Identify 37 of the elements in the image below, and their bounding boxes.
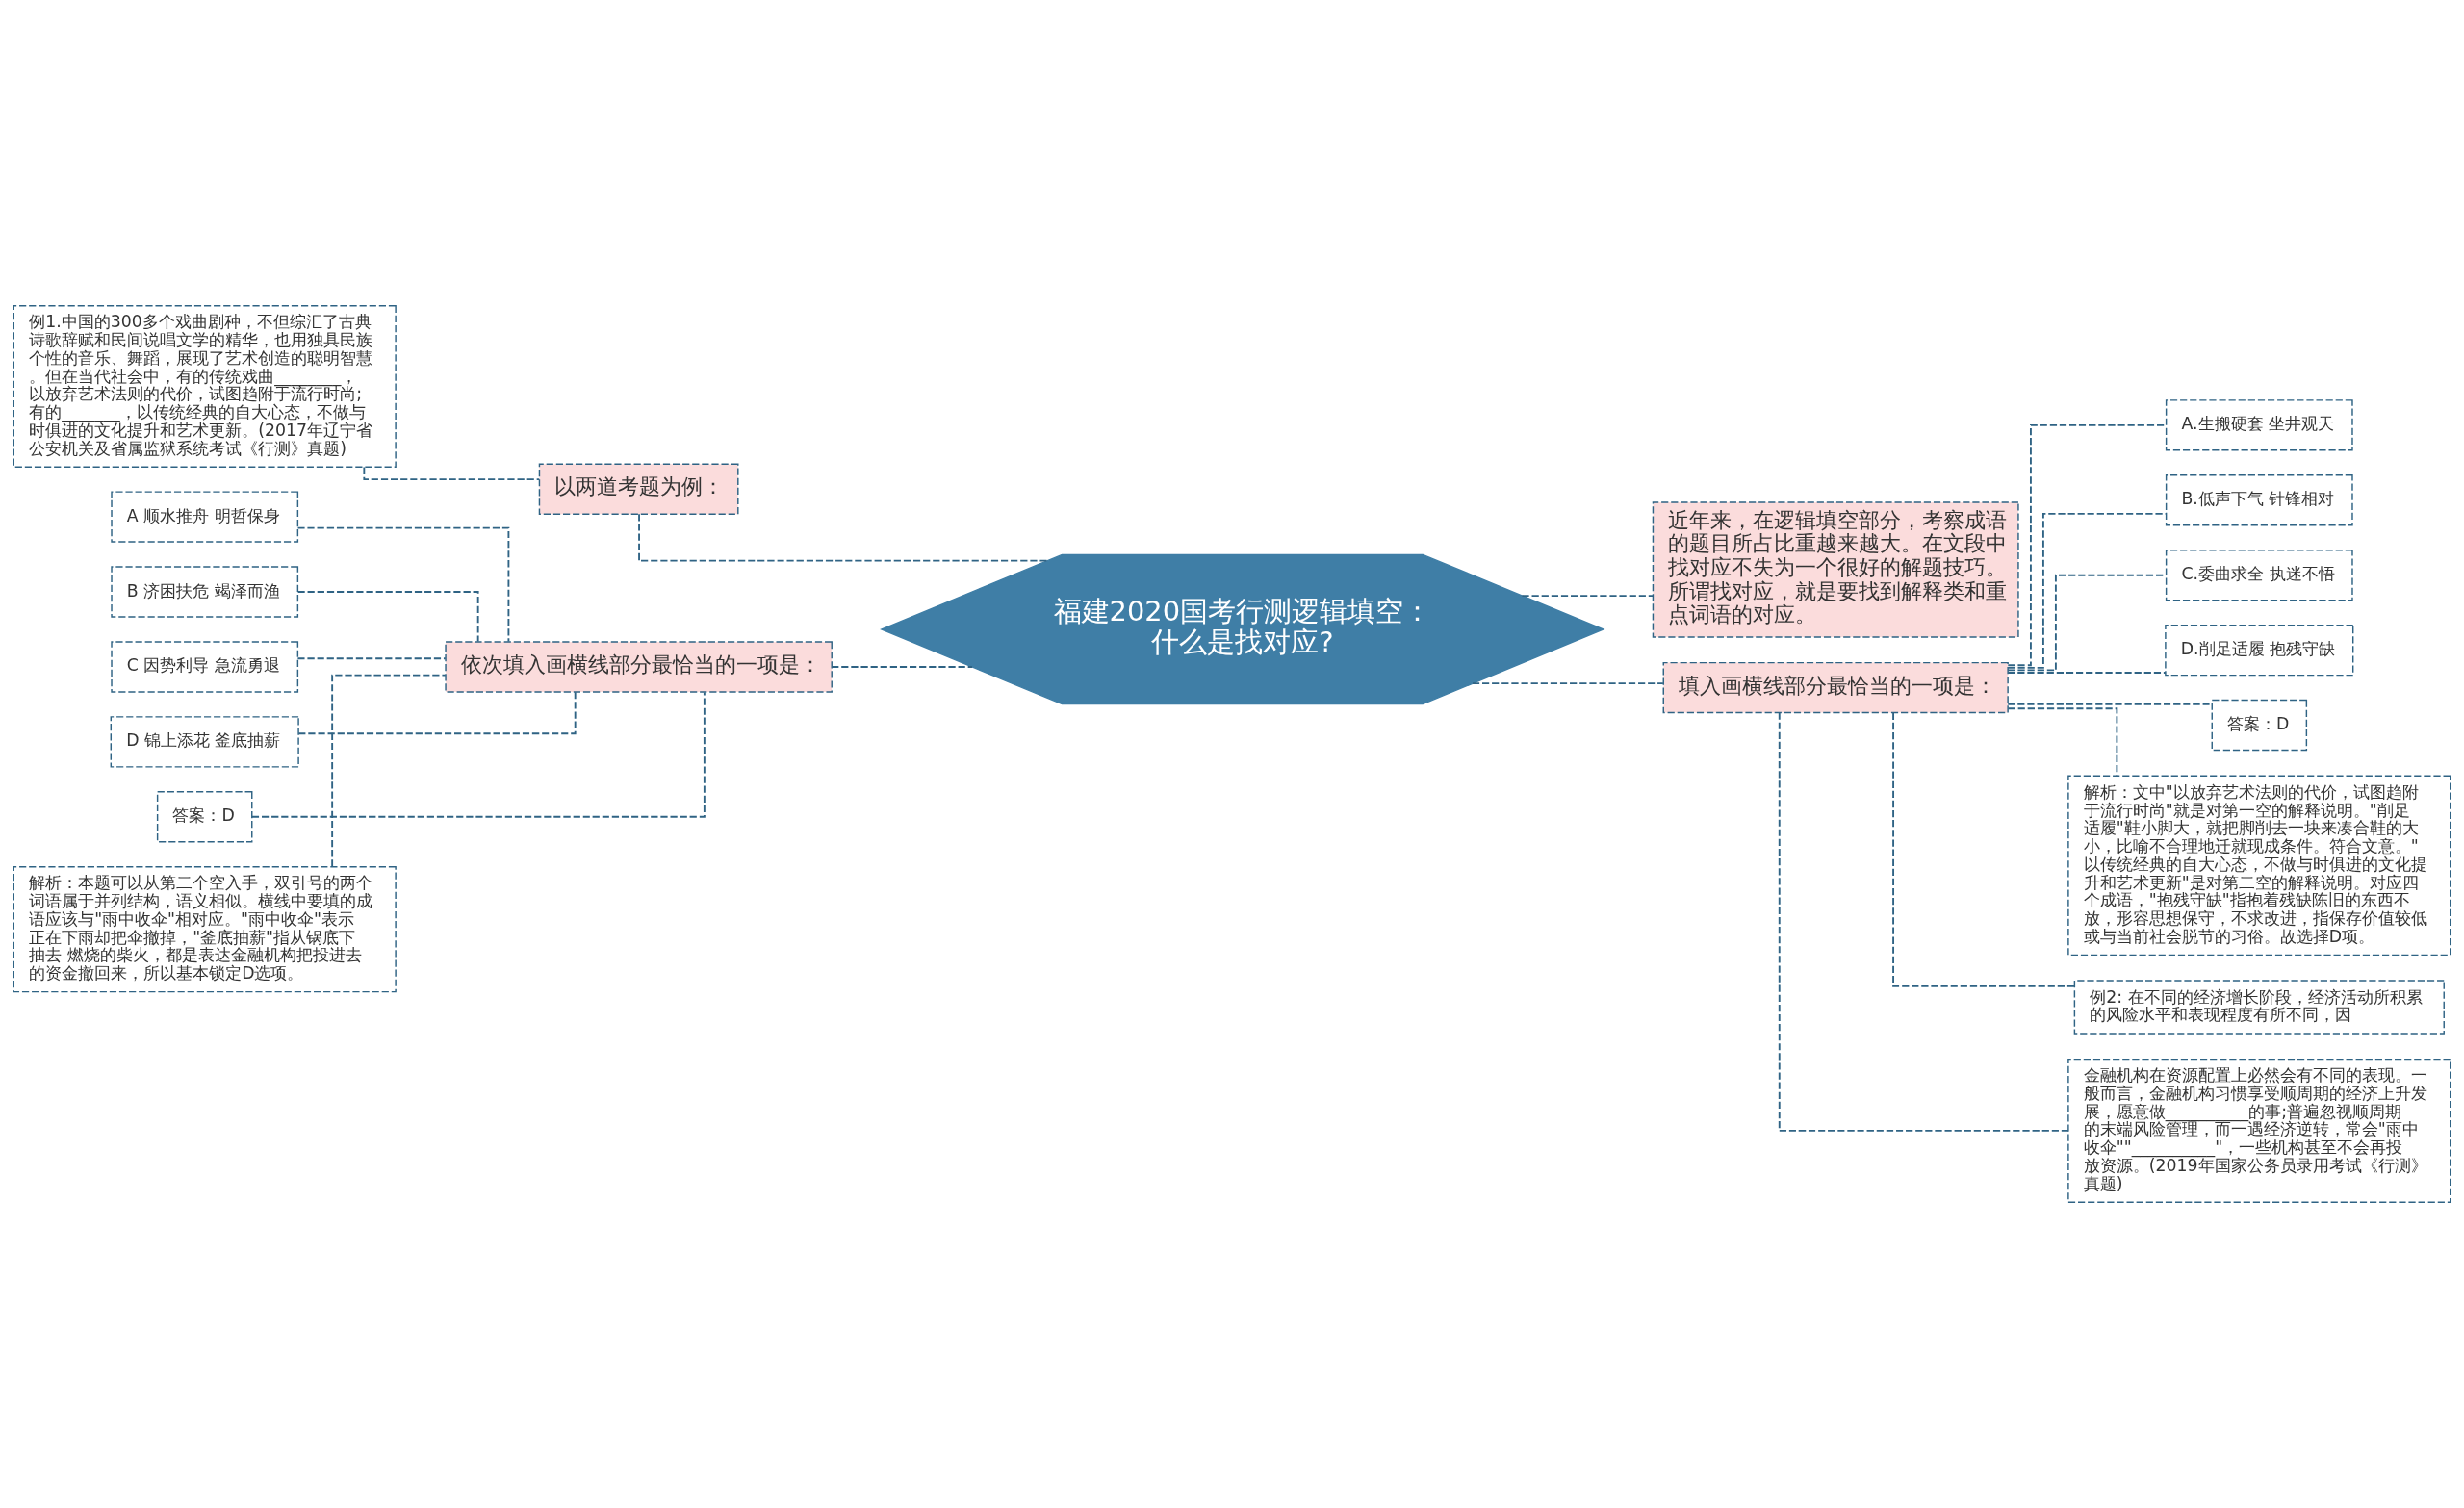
node-box: 近年来，在逻辑填空部分，考察成语的题目所占比重越来越大。在文段中找对应不失为一个很好的解题技巧。所谓找对应，就是要找到解释类和重点词语的对应。 — [1652, 501, 2019, 638]
node-box: A 顺水推舟 明哲保身 — [111, 491, 299, 543]
connector — [1521, 595, 1655, 598]
connector — [2007, 574, 2168, 672]
connector — [297, 691, 577, 735]
connector — [296, 657, 447, 660]
node-box: A.生搬硬套 坐井观天 — [2165, 399, 2353, 451]
node-box: C.委曲求全 执迷不悟 — [2165, 550, 2353, 601]
node-box: B 济困扶危 竭泽而渔 — [111, 566, 299, 618]
connector — [2007, 703, 2213, 705]
connector — [831, 666, 973, 668]
node-box: 例2: 在不同的经济增长阶段，经济活动所积累的风险水平和表现程度有所不同，因 — [2073, 980, 2445, 1035]
node-box: 金融机构在资源配置上必然会有不同的表现。一般而言，金融机构习惯享受顺周期的经济上升发展，愿意做__________的事;普遍忽视顺周期的末端风险管理，而一遇经济逆转，常会"雨中收伞""__________"，一些机构甚至不会再投放资源。(2019年国家公务员录用考试《行测》真题) — [2067, 1058, 2451, 1203]
node-box: 答案：D — [2211, 699, 2308, 752]
connector — [1472, 682, 1664, 685]
connector — [251, 691, 706, 818]
node-box: 答案：D — [156, 791, 253, 843]
connector — [2007, 707, 2118, 777]
node-box: 例1.中国的300多个戏曲剧种，不但综汇了古典诗歌辞赋和民间说唱文学的精华，也用独具民族个性的音乐、舞蹈，展现了艺术创造的聪明智慧。但在当代社会中，有的传统戏曲________，以放弃艺术法则的代价，试图趋附于流行时尚;有的_______，以传统经典的自大心态，不做与时俱进的文化提升和艺术更新。(2017年辽宁省公安机关及省属监狱系统考试《行测》真题) — [13, 305, 397, 468]
node-box: 依次填入画横线部分最恰当的一项是： — [445, 641, 833, 693]
connector — [2007, 423, 2167, 667]
node-box: 解析：本题可以从第二个空入手，双引号的两个词语属于并列结构，语义相似。横线中要填的成语应该与"雨中收伞"相对应。"雨中收伞"表示正在下雨却把伞撤掉，"釜底抽薪"指从锅底下抽去 燃烧的柴火，都是表达金融机构把投进去的资金撤回来，所以基本锁定D选项。 — [13, 866, 397, 993]
connector — [363, 466, 541, 481]
connector — [331, 674, 447, 868]
connector — [638, 513, 1049, 562]
connector — [2007, 672, 2167, 674]
node-box: D.削足适履 抱残守缺 — [2165, 624, 2354, 677]
node-box: 解析：文中"以放弃艺术法则的代价，试图趋附于流行时尚"就是对第一空的解释说明。"削足适履"鞋小脚大，就把脚削去一块来凑合鞋的大小，比喻不合理地迁就现成条件。符合文意。"以传统经典的自大心态，不做与时俱进的文化提升和艺术更新"是对第二空的解释说明。对应四个成语，"抱残守缺"指抱着残缺陈旧的东西不放，形容思想保守，不求改进，指保存价值较低或与当前社会脱节的习俗。故选择D项。 — [2067, 775, 2451, 957]
node-box: 填入画横线部分最恰当的一项是： — [1662, 661, 2009, 714]
connector — [296, 591, 479, 643]
node-box: C 因势利导 急流勇退 — [111, 641, 299, 693]
connector — [1778, 711, 2069, 1132]
connector — [1892, 712, 2075, 987]
node-box: 以两道考题为例： — [538, 463, 739, 515]
node-box: D 锦上添花 釜底抽薪 — [110, 716, 299, 768]
node-box: B.低声下气 针锋相对 — [2165, 474, 2353, 526]
connector — [296, 526, 510, 643]
